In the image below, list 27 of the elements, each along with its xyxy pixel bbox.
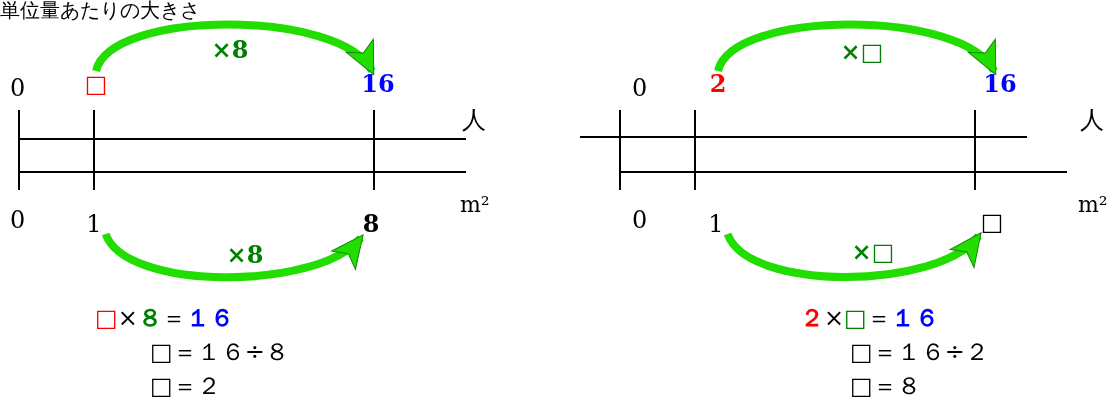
axis-unit: m²: [460, 194, 490, 216]
value-label: 2: [709, 72, 727, 96]
heading: 単位量あたりの大きさ: [0, 0, 200, 20]
value-label: 16: [983, 72, 1017, 96]
value-label: 8: [362, 212, 380, 236]
curved-arrow: [714, 20, 998, 75]
curved-arrow: [102, 231, 365, 282]
tick-label: 0: [10, 208, 26, 232]
equation: □＝８: [850, 374, 921, 398]
equation: □＝２: [150, 374, 221, 398]
equation: □×８＝１６: [95, 306, 234, 330]
curved-arrow: [724, 231, 983, 281]
tick-label: 0: [632, 76, 648, 100]
equation: ２×□＝１６: [800, 306, 939, 330]
value-label: 1: [86, 212, 102, 236]
curved-arrow: [92, 20, 376, 75]
axis-unit: m²: [1078, 194, 1108, 216]
axis-unit: 人: [1080, 108, 1104, 132]
value-label: □: [980, 210, 1004, 234]
axis-unit: 人: [462, 108, 486, 132]
value-label: 1: [708, 212, 724, 236]
tick-label: 0: [632, 208, 648, 232]
tick-label: 0: [10, 76, 26, 100]
equation: □＝１６÷８: [150, 340, 289, 364]
equation: □＝１６÷２: [850, 340, 989, 364]
value-label: 16: [361, 72, 395, 96]
value-label: □: [84, 72, 108, 96]
